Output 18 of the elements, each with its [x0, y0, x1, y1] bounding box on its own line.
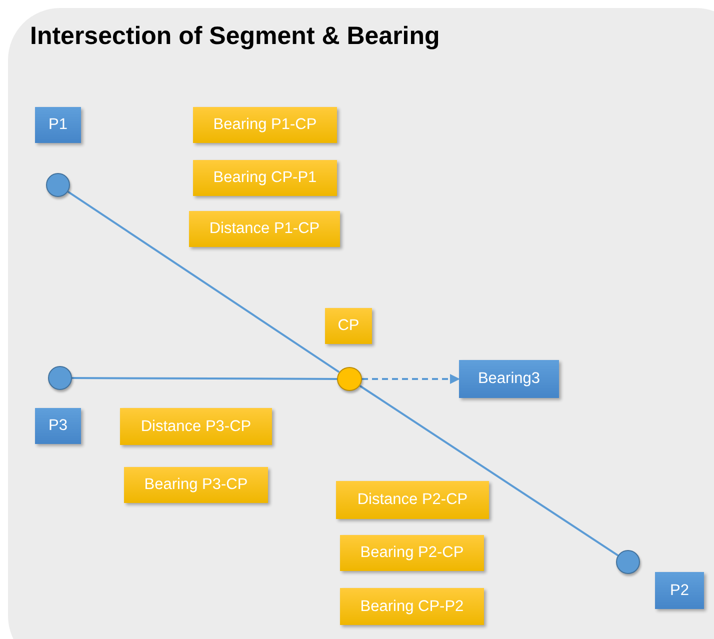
point-box: Bearing3 — [459, 360, 559, 398]
value-box: Distance P1-CP — [189, 211, 340, 247]
value-box: Distance P2-CP — [336, 481, 489, 519]
value-box: Bearing P1-CP — [193, 107, 337, 143]
diagram-title: Intersection of Segment & Bearing — [30, 22, 440, 51]
connector-line — [359, 385, 619, 556]
arrow — [362, 374, 460, 384]
connector-line — [67, 190, 340, 373]
point-box: P1 — [35, 107, 81, 143]
value-box: CP — [325, 308, 372, 344]
connector-line — [72, 377, 337, 380]
value-box: Distance P3-CP — [120, 408, 272, 445]
value-box: Bearing P3-CP — [124, 467, 268, 503]
value-box: Bearing CP-P2 — [340, 588, 484, 625]
value-box: Bearing CP-P1 — [193, 160, 337, 196]
point-box: P3 — [35, 408, 81, 444]
value-box: Bearing P2-CP — [340, 535, 484, 571]
point-box: P2 — [655, 572, 704, 609]
